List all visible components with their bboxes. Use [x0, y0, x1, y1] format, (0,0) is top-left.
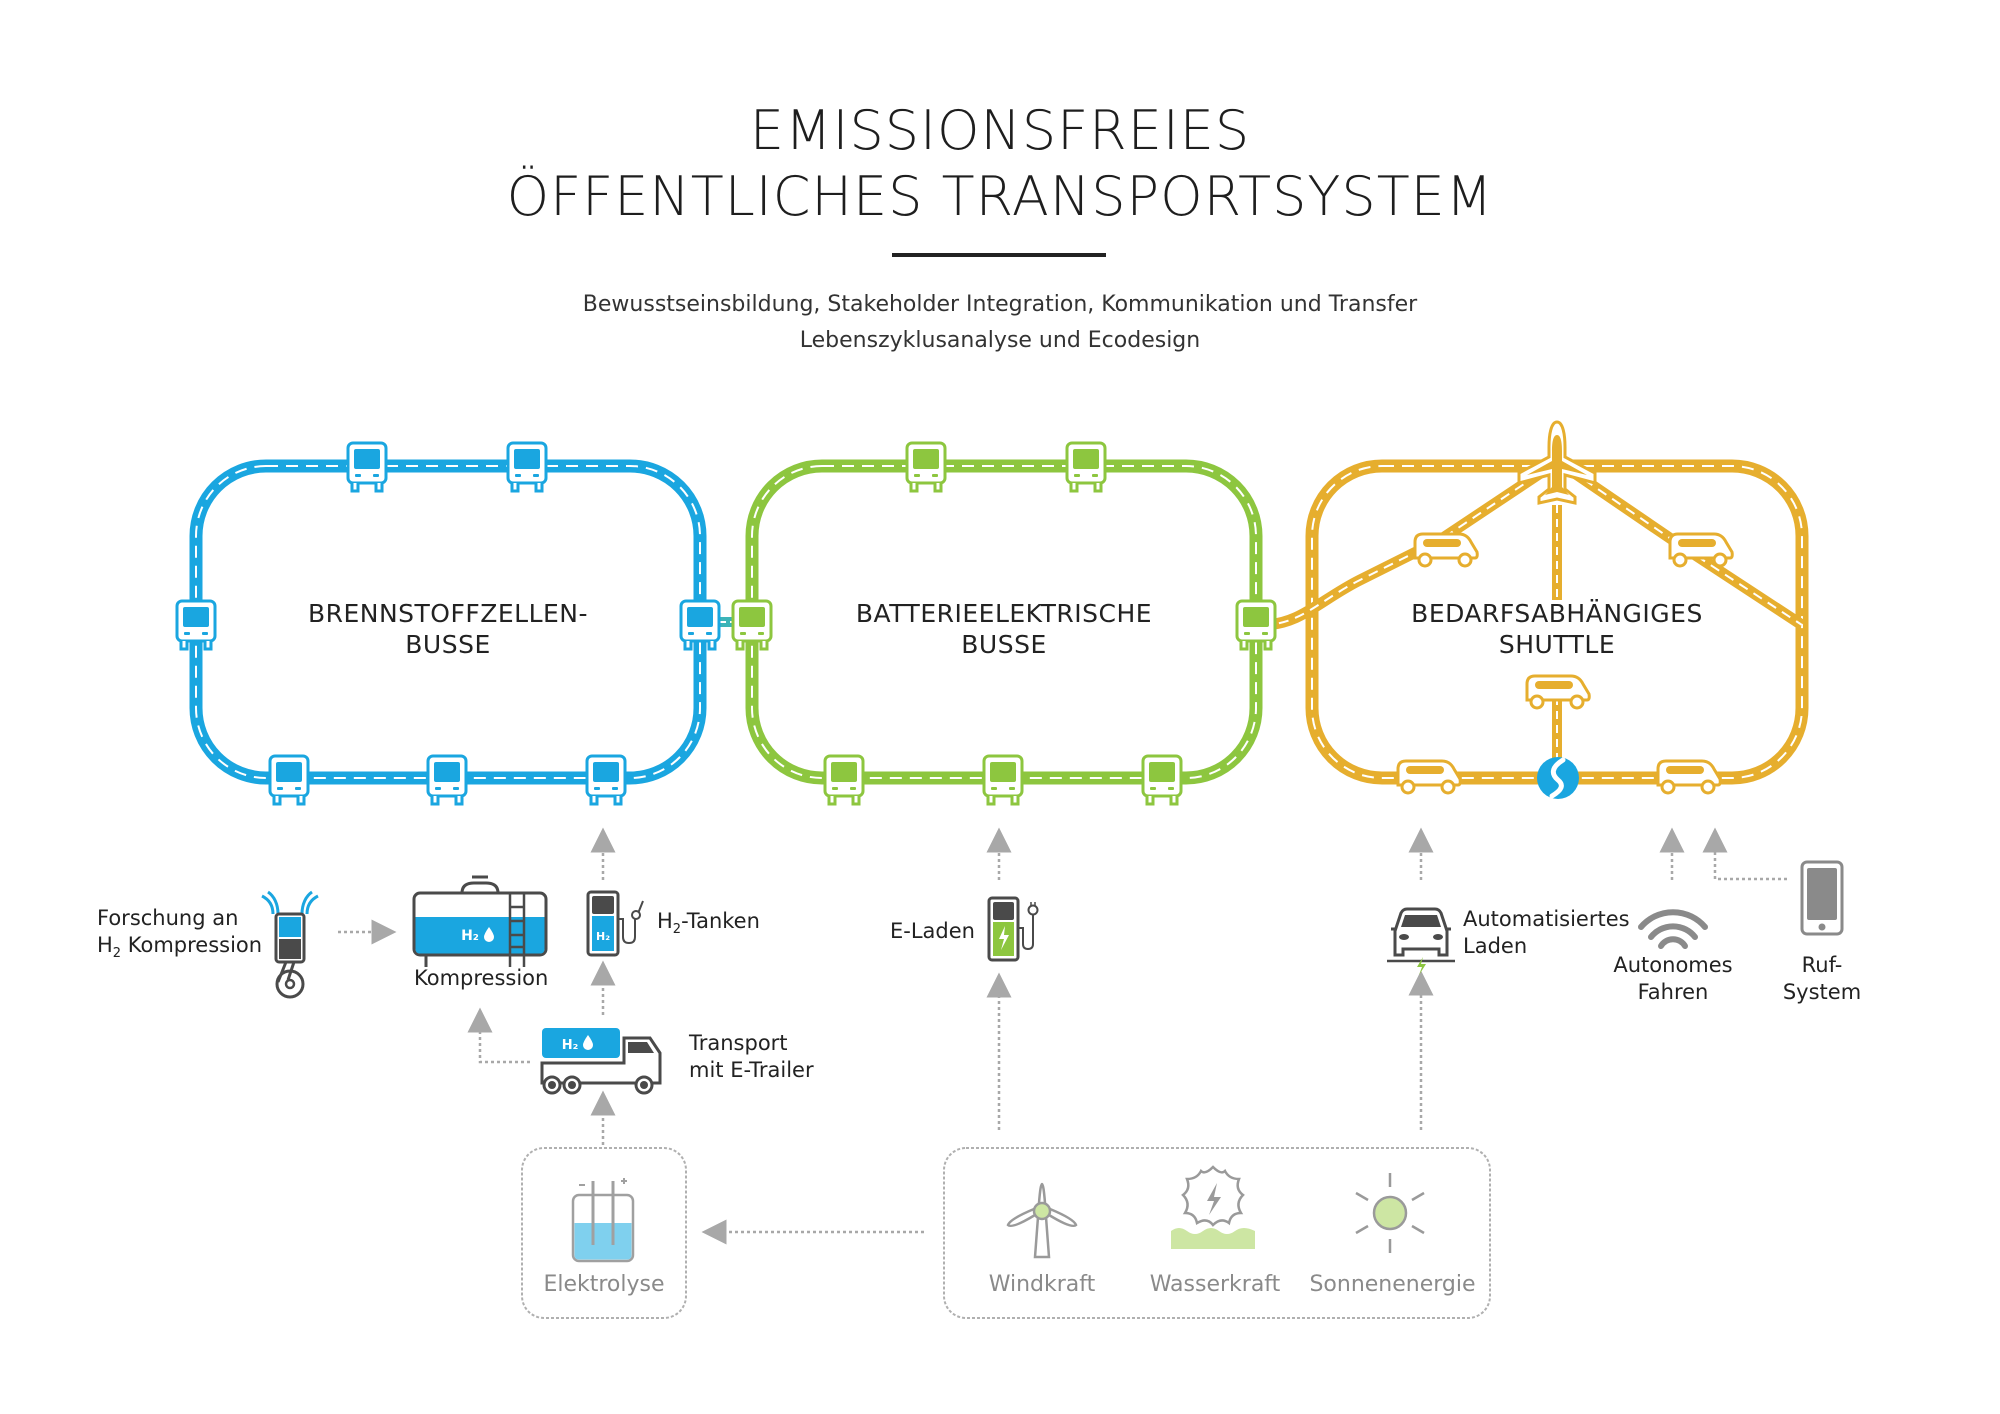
title-line-1: EMISSIONSFREIES — [749, 99, 1251, 162]
airplane-icon — [1517, 420, 1597, 505]
bus-icon — [585, 754, 627, 806]
loop-label-line-1: BATTERIEELEKTRISCHE — [855, 599, 1153, 628]
subtitle-line-1: Bewusstseinsbildung, Stakeholder Integra… — [582, 292, 1418, 317]
bus-icon — [679, 599, 721, 651]
tanken-text: -Tanken — [681, 909, 760, 933]
label-transport: Transport mit E-Trailer — [689, 1030, 814, 1084]
smartphone-icon — [1800, 860, 1844, 936]
label-ruf-line-1: Ruf- — [1801, 953, 1843, 977]
label-elektrolyse: Elektrolyse — [543, 1272, 665, 1297]
label-h2-tanken: H2-Tanken — [657, 908, 760, 943]
charging-station-icon — [987, 896, 1039, 962]
h2-tank-icon: H₂ — [412, 875, 548, 967]
label-auto-laden-line-2: Laden — [1463, 934, 1528, 958]
bus-icon — [426, 754, 468, 806]
bus-icon — [1235, 599, 1277, 651]
water-wheel-icon — [1171, 1165, 1255, 1249]
bus-icon — [1141, 754, 1183, 806]
label-ruf-line-2: System — [1782, 980, 1862, 1004]
s-bahn-icon — [1537, 757, 1579, 799]
h-text: H — [97, 933, 113, 957]
svg-text:H₂: H₂ — [461, 928, 479, 944]
label-autonom-line-2: Fahren — [1637, 980, 1709, 1004]
bus-icon — [268, 754, 310, 806]
wind-turbine-icon — [1006, 1182, 1078, 1259]
h2-pump-icon: H₂ — [586, 890, 644, 957]
elektrolyse-box — [521, 1147, 687, 1319]
bus-icon — [982, 754, 1024, 806]
label-transport-line-1: Transport — [689, 1031, 788, 1055]
wireless-signal-icon — [1638, 909, 1708, 949]
sun-icon — [1355, 1173, 1425, 1253]
bus-icon — [905, 441, 947, 493]
bus-icon — [1065, 441, 1107, 493]
label-windkraft: Windkraft — [988, 1272, 1096, 1297]
label-forschung: Forschung an H2 Kompression — [97, 905, 262, 967]
bus-icon — [346, 441, 388, 493]
label-automatisiertes-laden: Automatisiertes Laden — [1463, 906, 1630, 960]
loop-label-line-2: SHUTTLE — [1498, 630, 1616, 659]
loop-label-line-1: BRENNSTOFFZELLEN- — [307, 599, 589, 628]
subscript-2: 2 — [112, 946, 122, 962]
label-auto-laden-line-1: Automatisiertes — [1463, 907, 1630, 931]
bus-icon — [823, 754, 865, 806]
bus-icon — [175, 599, 217, 651]
shuttle-vehicles — [1396, 532, 1734, 795]
label-autonomes-fahren: Autonomes Fahren — [1603, 952, 1743, 1006]
label-autonom-line-1: Autonomes — [1613, 953, 1733, 977]
car-charging-icon — [1387, 907, 1455, 975]
subscript-2: 2 — [672, 922, 682, 938]
loop-label-line-1: BEDARFSABHÄNGIGES — [1411, 599, 1703, 628]
loop-label-line-2: BUSSE — [405, 630, 491, 659]
loop-label-line-2: BUSSE — [961, 630, 1047, 659]
label-forschung-line-1: Forschung an — [97, 906, 239, 930]
label-kompression: Kompression — [414, 966, 549, 990]
bus-icon — [506, 441, 548, 493]
label-sonnenenergie: Sonnenenergie — [1309, 1272, 1476, 1297]
label-transport-line-2: mit E-Trailer — [689, 1058, 814, 1082]
subtitle-line-2: Lebenszyklusanalyse und Ecodesign — [799, 328, 1201, 353]
shuttle-icon — [1396, 759, 1462, 795]
shuttle-icon — [1413, 532, 1479, 568]
flow-arrows — [338, 827, 1787, 1245]
title-line-2: ÖFFENTLICHES TRANSPORTSYSTEM — [506, 165, 1494, 228]
renewables-box — [943, 1147, 1491, 1319]
label-e-laden: E-Laden — [890, 919, 975, 943]
loop-label-fuel-cell: BRENNSTOFFZELLEN- BUSSE — [248, 598, 648, 660]
svg-text:H₂: H₂ — [562, 1038, 579, 1053]
shuttle-icon — [1656, 759, 1722, 795]
loop-label-shuttle: BEDARFSABHÄNGIGES SHUTTLE — [1357, 598, 1757, 660]
bus-icon — [731, 599, 773, 651]
electrolysis-icon — [571, 1178, 635, 1263]
label-ruf-system: Ruf- System — [1762, 952, 1882, 1006]
h-text: H — [657, 909, 673, 933]
piston-icon — [261, 890, 319, 999]
loop-label-battery: BATTERIEELEKTRISCHE BUSSE — [804, 598, 1204, 660]
title-divider — [892, 253, 1106, 257]
svg-text:H₂: H₂ — [596, 930, 610, 943]
label-wasserkraft: Wasserkraft — [1149, 1272, 1281, 1297]
label-forschung-line-2: H2 Kompression — [97, 932, 262, 967]
h2-truck-icon: H₂ — [540, 1028, 662, 1095]
kompression-text: Kompression — [121, 933, 263, 957]
